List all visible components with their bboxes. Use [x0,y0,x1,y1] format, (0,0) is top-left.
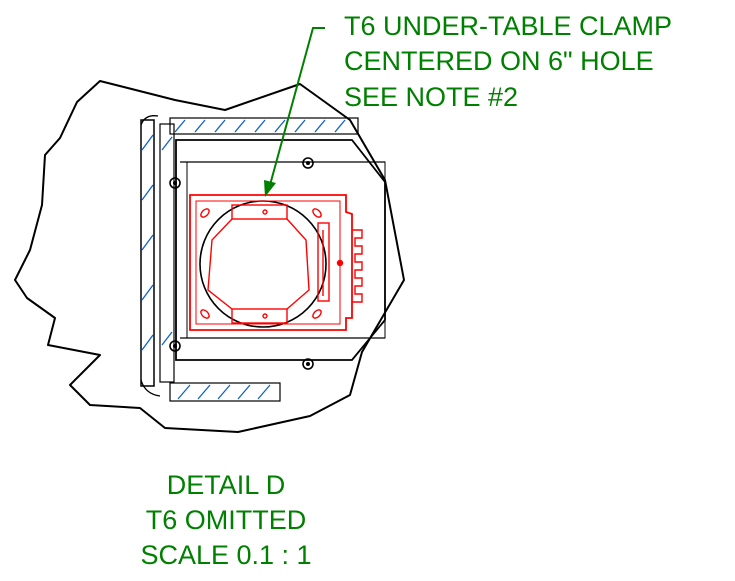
breakout-boundary [14,80,405,433]
leader-arrow [264,27,325,197]
detail-subtitle: T6 OMITTED [146,505,307,535]
callout-line-2: CENTERED ON 6" HOLE [344,46,654,76]
screw-hole-top [302,157,314,169]
screw-hole-bottom [302,358,314,370]
screw-hole-left-lower [169,340,181,352]
screw-hole-left-upper [169,177,181,189]
detail-scale: SCALE 0.1 : 1 [140,540,311,570]
callout-line-3: SEE NOTE #2 [344,82,518,112]
mounting-screw-holes [169,157,314,370]
detail-title: DETAIL D [167,470,286,500]
t6-clamp [189,194,363,331]
mounting-plate [175,139,386,361]
table-section-hatch [140,115,359,402]
callout-line-1: T6 UNDER-TABLE CLAMP [344,11,672,41]
